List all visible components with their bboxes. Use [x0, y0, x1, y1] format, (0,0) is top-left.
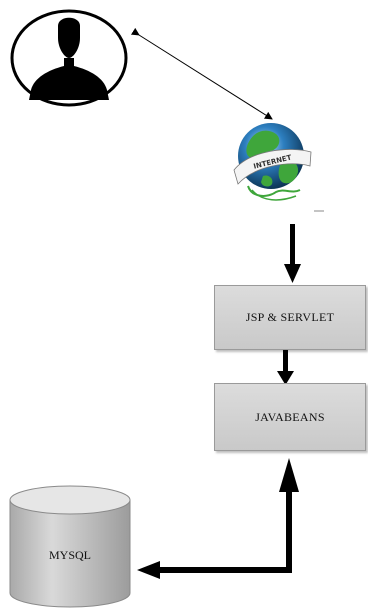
jsp-to-javabeans-arrow [277, 350, 294, 385]
javabeans-mysql-connector [137, 458, 299, 579]
user-internet-arrow [130, 27, 273, 120]
jsp-servlet-label: JSP & SERVLET [245, 310, 335, 324]
user-avatar [10, 9, 128, 107]
user-silhouette-icon [29, 17, 109, 100]
internet-globe-icon [233, 123, 312, 201]
database-cylinder-icon [9, 485, 131, 608]
javabeans-label: JAVABEANS [255, 409, 325, 424]
jsp-servlet-box: JSP & SERVLET [214, 285, 366, 350]
javabeans-box: JAVABEANS [214, 383, 366, 451]
mysql-label: MYSQL [48, 548, 91, 562]
internet-to-jsp-arrow [284, 224, 301, 283]
